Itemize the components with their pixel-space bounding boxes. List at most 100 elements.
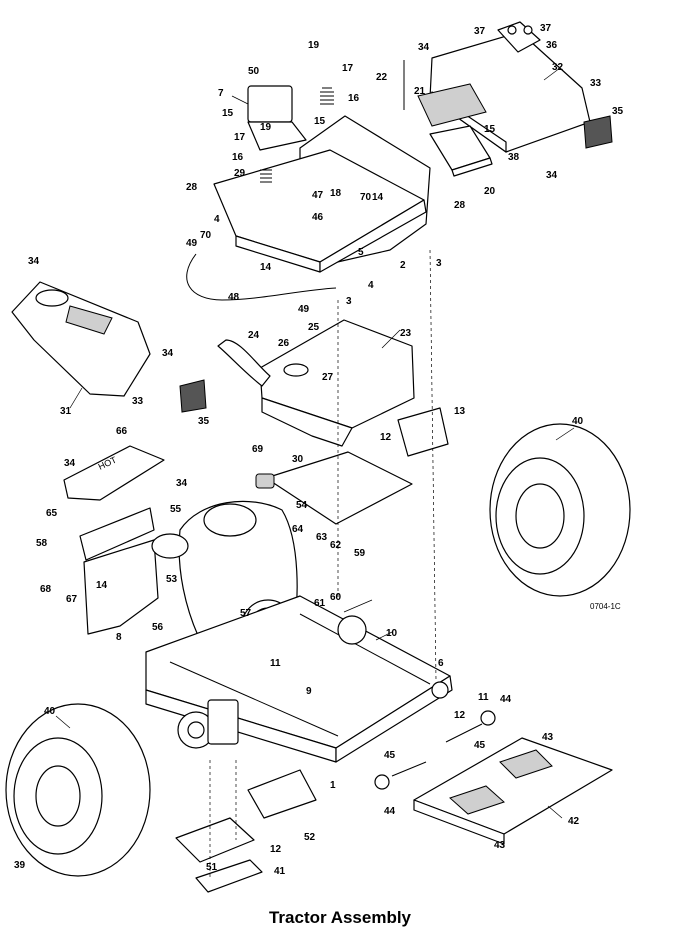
callout-26: 26 (278, 338, 290, 349)
callout-labels: 2 1 3 3 4 4 5 6 7 8 9 10 11 11 12 12 12 … (14, 23, 624, 877)
callout-45: 45 (384, 750, 396, 761)
callout-55: 55 (170, 504, 182, 515)
wheel-part (489, 423, 631, 597)
callout-43: 43 (542, 732, 554, 743)
callout-14: 14 (260, 262, 272, 273)
heat-shield-part: HOT (63, 445, 165, 635)
cable-part (186, 253, 337, 301)
callout-11: 11 (270, 658, 281, 669)
grille-part (179, 379, 207, 413)
callout-35: 35 (612, 106, 624, 117)
callout-47: 47 (312, 190, 324, 201)
callout-25: 25 (308, 322, 320, 333)
callout-29: 29 (234, 168, 246, 179)
callout-1: 2 (400, 260, 406, 271)
callout-70: 70 (200, 230, 212, 241)
callout-32: 32 (552, 62, 564, 73)
callout-16: 16 (348, 93, 360, 104)
fender-part (11, 281, 151, 397)
callout-56: 56 (152, 622, 164, 633)
callout-17: 17 (342, 63, 354, 74)
callout-12: 12 (380, 432, 392, 443)
bracket-part (397, 407, 449, 457)
callout-68: 68 (40, 584, 52, 595)
callout-34: 34 (546, 170, 558, 181)
battery-cover-part (417, 21, 591, 153)
fuel-tank-part (217, 319, 415, 447)
callout-59: 59 (354, 548, 366, 559)
axle-part (374, 710, 496, 790)
callout-28: 28 (454, 200, 466, 211)
callout-48: 48 (228, 292, 240, 303)
grille-part (583, 115, 613, 149)
callout-69: 69 (252, 444, 264, 455)
callout-40: 40 (572, 416, 584, 427)
callout-54: 54 (296, 500, 308, 511)
callout-63: 63 (316, 532, 328, 543)
callout-30: 30 (292, 454, 304, 465)
leader-lines (55, 67, 575, 819)
callout-15: 15 (222, 108, 234, 119)
callout-4: 4 (214, 214, 220, 225)
callout-19: 19 (260, 122, 272, 133)
callout-60: 60 (330, 592, 342, 603)
engine-plate-part (265, 451, 413, 525)
callout-34: 34 (418, 42, 430, 53)
callout-44: 44 (500, 694, 512, 705)
callout-18: 18 (330, 188, 342, 199)
callout-14: 14 (96, 580, 108, 591)
callout-66: 66 (116, 426, 128, 437)
callout-3: 3 (436, 258, 442, 269)
callout-53: 53 (166, 574, 178, 585)
pump-part (177, 699, 239, 749)
callout-43: 43 (494, 840, 506, 851)
cover-plate-part (175, 769, 317, 893)
callout-70: 70 (360, 192, 372, 203)
frame-part (213, 85, 431, 273)
callout-62: 62 (330, 540, 342, 551)
callout-50: 50 (248, 66, 260, 77)
callout-42: 42 (568, 816, 580, 827)
callout-39: 39 (14, 860, 26, 871)
callout-33: 33 (132, 396, 144, 407)
callout-38: 38 (508, 152, 520, 163)
callout-7: 7 (218, 88, 224, 99)
callout-61: 61 (314, 598, 326, 609)
callout-28: 28 (186, 182, 198, 193)
callout-10: 10 (386, 628, 398, 639)
callout-34: 34 (64, 458, 76, 469)
callout-19: 19 (308, 40, 320, 51)
callout-67: 67 (66, 594, 78, 605)
callout-8: 8 (116, 632, 122, 643)
callout-1: 1 (330, 780, 336, 791)
bracket-part (429, 125, 493, 177)
callout-64: 64 (292, 524, 304, 535)
callout-22: 22 (376, 72, 388, 83)
callout-20: 20 (484, 186, 496, 197)
callout-41: 41 (274, 866, 286, 877)
wheel-part (5, 703, 151, 877)
footplate-part (413, 737, 613, 845)
callout-58: 58 (36, 538, 48, 549)
callout-37: 37 (540, 23, 552, 34)
callout-12: 12 (454, 710, 466, 721)
diagram-title: Tractor Assembly (268, 908, 412, 927)
callout-14: 14 (372, 192, 384, 203)
callout-27: 27 (322, 372, 334, 383)
callout-9: 9 (306, 686, 312, 697)
callout-3: 3 (346, 296, 352, 307)
callout-11: 11 (478, 692, 489, 703)
callout-17: 17 (234, 132, 246, 143)
callout-34: 34 (28, 256, 40, 267)
callout-40: 40 (44, 706, 56, 717)
alignment-lines (209, 249, 437, 880)
callout-31: 31 (60, 406, 72, 417)
spring-part (260, 87, 334, 183)
callout-65: 65 (46, 508, 58, 519)
callout-46: 46 (312, 212, 324, 223)
callout-34: 34 (162, 348, 174, 359)
callout-12: 12 (270, 844, 282, 855)
callout-34: 34 (176, 478, 188, 489)
callout-16: 16 (232, 152, 244, 163)
callout-57: 57 (240, 608, 252, 619)
